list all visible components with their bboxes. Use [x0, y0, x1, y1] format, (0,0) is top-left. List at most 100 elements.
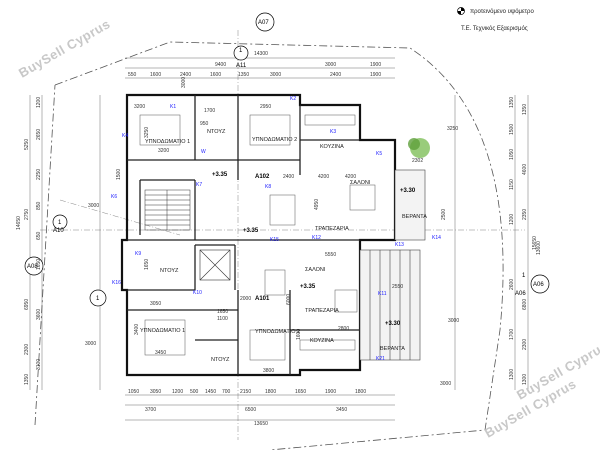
dim-inner-6: 2950 [260, 104, 271, 110]
dim-right-sub-5: 1200 [509, 214, 515, 225]
legend-datum: προτεινόμενο υψόμετρο [470, 8, 534, 15]
dim-left-4: 6950 [24, 299, 30, 310]
dim-left-sub-4: 850 [36, 201, 42, 210]
dim-right-6: 2300 [522, 339, 528, 350]
room-veranda-upper: ΒΕΡΑΝΤΑ [402, 214, 427, 220]
room-wc-upper: ΝΤΟΥΖ [207, 129, 226, 135]
code-K12: K12 [312, 235, 321, 241]
dim-bottom-sub-2: 6500 [245, 407, 256, 413]
unit-level-lower: +3.35 [300, 284, 316, 290]
grid-bubble-left-num: 1 [58, 220, 62, 226]
dim-top-sub-1: 550 [128, 72, 137, 78]
room-bed1-lower: ΥΠΝΟΔΩΜΑΤΙΟ 1 [140, 328, 185, 334]
dim-left-sub-8: 3100 [36, 359, 42, 370]
dim-inner-12: 2550 [392, 284, 403, 290]
dim-right-3: 2350 [522, 209, 528, 220]
room-dining-lower: ΤΡΑΠΕΖΑΡΙΑ [305, 308, 339, 314]
dim-inner-25: 2500 [441, 209, 447, 220]
grid-label-right: A06 [533, 282, 544, 288]
grid-bubbles [24, 12, 550, 307]
code-K15: K15 [270, 237, 279, 243]
dim-inner-20: 3000 [448, 318, 459, 324]
dim-left-sub-3: 2250 [36, 169, 42, 180]
dim-bottom-11: 1800 [355, 389, 366, 395]
dim-right-sub-1: 1350 [509, 97, 515, 108]
dim-inner-19: 2000 [240, 296, 251, 302]
unit-level-upper: +3.35 [212, 172, 228, 178]
grid-bubble-top-sub: A11 [236, 63, 247, 69]
dim-bottom-8: 1800 [265, 389, 276, 395]
dimension-lines [29, 57, 529, 421]
dim-top-sub-6: 3000 [270, 72, 281, 78]
level-veranda-upper: +3.30 [400, 188, 416, 194]
dim-inner-31: 2302 [412, 158, 423, 164]
dim-inner-8: 3000 [88, 203, 99, 209]
code-K11: K11 [378, 291, 387, 297]
code-K5: K5 [376, 151, 382, 157]
dim-inner-13: 3450 [155, 350, 166, 356]
dim-bottom-3: 1200 [172, 389, 183, 395]
code-K2: K2 [290, 96, 296, 102]
dim-inner-29: 1600 [296, 329, 302, 340]
dim-inner-9: 1650 [144, 259, 150, 270]
code-K14: K14 [432, 235, 441, 241]
dim-left-sub-2: 2650 [36, 129, 42, 140]
dim-right-4: 15650 [532, 236, 538, 250]
stairs [144, 189, 191, 231]
dim-left-sub-7: 3600 [36, 309, 42, 320]
room-kitchen-upper: ΚΟΥΖΙΝΑ [320, 144, 344, 150]
grid-axes [40, 30, 525, 440]
dim-inner-18: 1650 [217, 309, 228, 315]
tree-symbol [408, 138, 430, 158]
room-living-lower: ΣΑΛΟΝΙ [305, 267, 326, 273]
grid-bubble-right-sub: A06 [515, 291, 526, 297]
dim-bottom-10: 1900 [325, 389, 336, 395]
dim-top-sub-4: 1600 [210, 72, 221, 78]
dim-left-sub-6: 1650 [36, 259, 42, 270]
dim-left-5: 2300 [24, 344, 30, 355]
grid-label-top: A07 [258, 20, 269, 26]
code-K10: K10 [193, 290, 202, 296]
furniture [139, 114, 376, 361]
datum-symbol-fill [457, 7, 465, 15]
veranda-lower [359, 249, 421, 361]
dim-inner-30: 950 [200, 121, 209, 127]
dim-bottom-4: 500 [190, 389, 199, 395]
dim-inner-33: 3000 [181, 77, 187, 88]
dim-inner-11: 5550 [325, 252, 336, 258]
dim-top-row-2: 3000 [325, 62, 336, 68]
dim-right-1: 1350 [522, 104, 528, 115]
dim-right-7: 1300 [522, 374, 528, 385]
level-veranda-lower: +3.30 [385, 321, 401, 327]
dim-top-row-3: 1900 [370, 62, 381, 68]
dim-right-sub-2: 1500 [509, 124, 515, 135]
dim-bottom-1: 1050 [128, 389, 139, 395]
code-K21: K21 [376, 356, 385, 362]
dim-inner-23: 13600 [536, 241, 542, 255]
dim-left-sub-5: 650 [36, 231, 42, 240]
dim-overall-top: 14300 [254, 51, 268, 57]
dim-top-row-1: 9400 [215, 62, 226, 68]
dim-right-sub-8: 1300 [509, 369, 515, 380]
dim-left-3: 14650 [16, 216, 22, 230]
dim-left-1: 5250 [24, 139, 30, 150]
dim-inner-17: 1100 [217, 316, 228, 322]
watermark-top-left: BuySell Cyprus [16, 16, 113, 81]
dim-inner-3: 4200 [345, 174, 356, 180]
code-K6: K6 [111, 194, 117, 200]
unit-name-upper: A102 [255, 174, 270, 180]
opening-codes: K1 K2 K3 K4 K5 K6 K7 K8 K9 K10 K11 K12 K… [111, 96, 441, 362]
plot-boundary [34, 41, 504, 450]
dim-inner-7: 3250 [144, 127, 150, 138]
dim-bottom-5: 1450 [205, 389, 216, 395]
dims-left: 5250 2750 14650 6950 2300 1350 1200 2650… [16, 97, 42, 385]
code-W: W [201, 149, 206, 155]
dim-top-sub-3: 2400 [180, 72, 191, 78]
dim-top-sub-7: 2400 [330, 72, 341, 78]
dim-inner-24: 3400 [134, 324, 140, 335]
room-dining-upper: ΤΡΑΠΕΖΑΡΙΑ [315, 226, 349, 232]
dim-inner-16: 2800 [338, 326, 349, 332]
dim-top-sub-8: 1900 [370, 72, 381, 78]
room-wc-lower: ΝΤΟΥΖ [160, 268, 179, 274]
